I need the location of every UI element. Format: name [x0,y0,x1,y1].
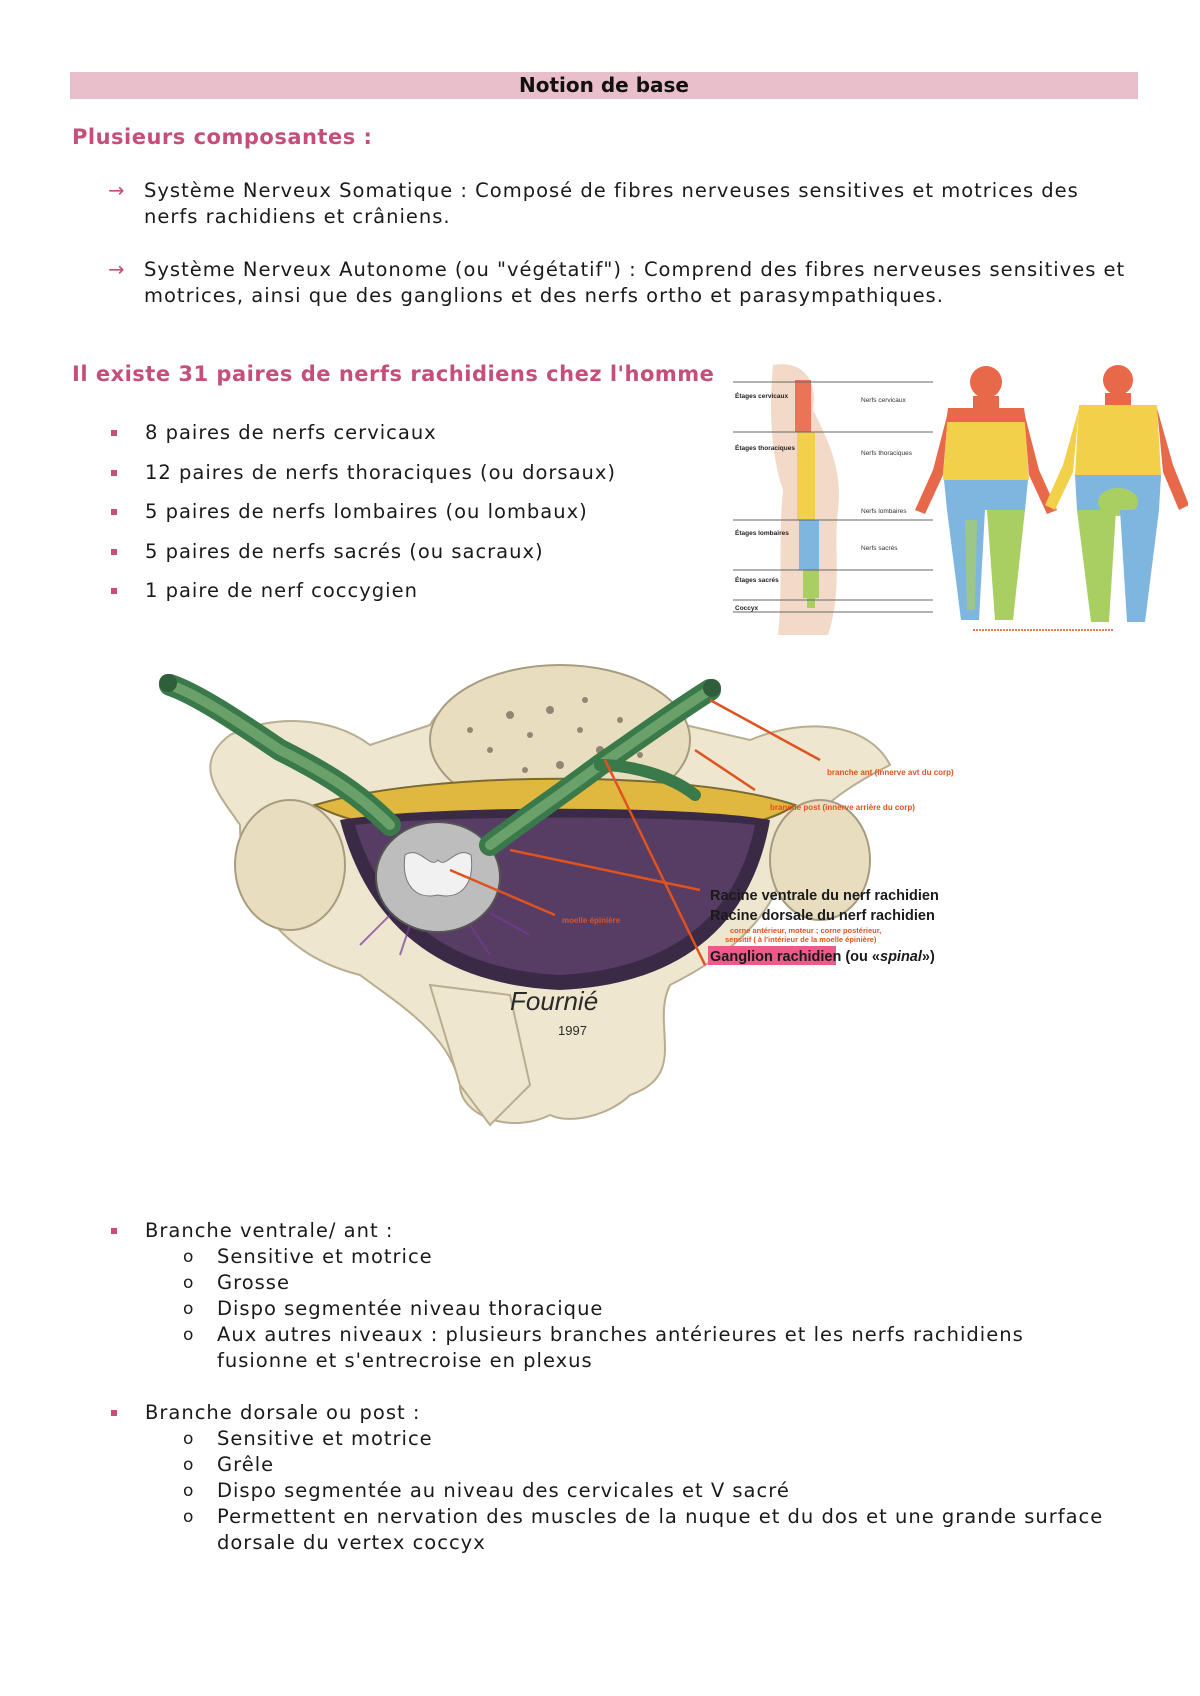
square-bullet-icon [111,469,117,476]
label-racine-dorsale: Racine dorsale du nerf rachidien [710,908,935,924]
label-etages-cervicaux: Étages cervicaux [735,391,789,400]
label-branche-ant: branche ant (innerve avt du corp) [827,768,954,777]
label-corne-note-2: sensitif ( à l'intérieur de la moelle ép… [725,935,877,944]
list-item: 8 paires de nerfs cervicaux [108,413,616,453]
label-coccyx: Coccyx [735,605,759,612]
arrow-moelle [449,868,556,917]
square-bullet-icon [111,548,117,555]
square-bullet-icon [111,430,117,436]
composante-text: Système Nerveux Autonome (ou "végétatif"… [144,258,1126,307]
composante-item: → Système Nerveux Autonome (ou "végétati… [108,257,1138,309]
label-nerfs-thoraciques: Nerfs thoraciques [861,450,913,457]
arrow-ganglion [603,759,707,966]
paires-heading: Il existe 31 paires de nerfs rachidiens … [72,362,715,386]
spinal-nerves-figure: Étages cervicaux Étages thoraciques Étag… [733,360,1189,635]
label-nerfs-sacres: Nerfs sacrés [861,545,898,552]
label-nerfs-lombaires: Nerfs lombaires [861,508,907,515]
square-bullet-icon [111,1228,117,1234]
artist-year: 1997 [558,1023,587,1038]
label-ganglion: Ganglion rachidien (ou «spinal») [710,949,935,965]
label-etages-lombaires: Étages lombaires [735,528,789,537]
composante-text: Système Nerveux Somatique : Composé de f… [144,179,1079,228]
label-etages-sacres: Étages sacrés [735,575,779,584]
left-articular-process [234,799,346,931]
branche-title: Branche ventrale/ ant : [145,1219,394,1242]
square-bullet-icon [111,588,117,594]
dermatome-front-figure [915,366,1057,620]
arrow-icon: → [108,179,126,202]
posterior-branch [594,759,701,801]
composante-item: → Système Nerveux Somatique : Composé de… [108,178,1138,230]
vertebra-cross-section-figure: Fournié 1997 branche ant (innerve avt du… [130,655,1070,1175]
ganglion-highlight [708,946,836,965]
vertebral-column [795,380,819,608]
spinous-process [428,983,532,1127]
list-item: 5 paires de nerfs lombaires (ou lombaux) [108,492,616,532]
label-etages-thoraciques: Étages thoraciques [735,443,795,452]
arrow-branche-ant [709,698,821,762]
artist-signature: Fournié [510,986,598,1016]
section-banner: Notion de base [70,72,1138,99]
grey-matter [403,852,473,897]
label-nerfs-cervicaux: Nerfs cervicaux [861,397,907,404]
arrow-racine [509,848,701,892]
square-bullet-icon [111,509,117,515]
list-item: 12 paires de nerfs thoraciques (ou dorsa… [108,453,616,493]
composantes-heading: Plusieurs composantes : [72,125,373,149]
paires-list: 8 paires de nerfs cervicaux 12 paires de… [108,413,616,611]
dermatome-back-figure [1045,365,1189,622]
label-corne-note-1: corne antérieur, moteur ; corne postérie… [730,926,881,935]
list-item: 5 paires de nerfs sacrés (ou sacraux) [108,532,616,572]
branche-title: Branche dorsale ou post : [145,1401,421,1424]
label-moelle: moelle épinière [562,916,621,925]
label-racine-ventrale: Racine ventrale du nerf rachidien [710,888,939,904]
arrow-branche-post [694,748,756,792]
square-bullet-icon [111,1410,117,1416]
right-articular-process [769,799,871,921]
arrow-icon: → [108,258,126,281]
label-branche-post: branche post (innerve arrière du corp) [770,803,915,812]
list-item: 1 paire de nerf coccygien [108,571,616,611]
